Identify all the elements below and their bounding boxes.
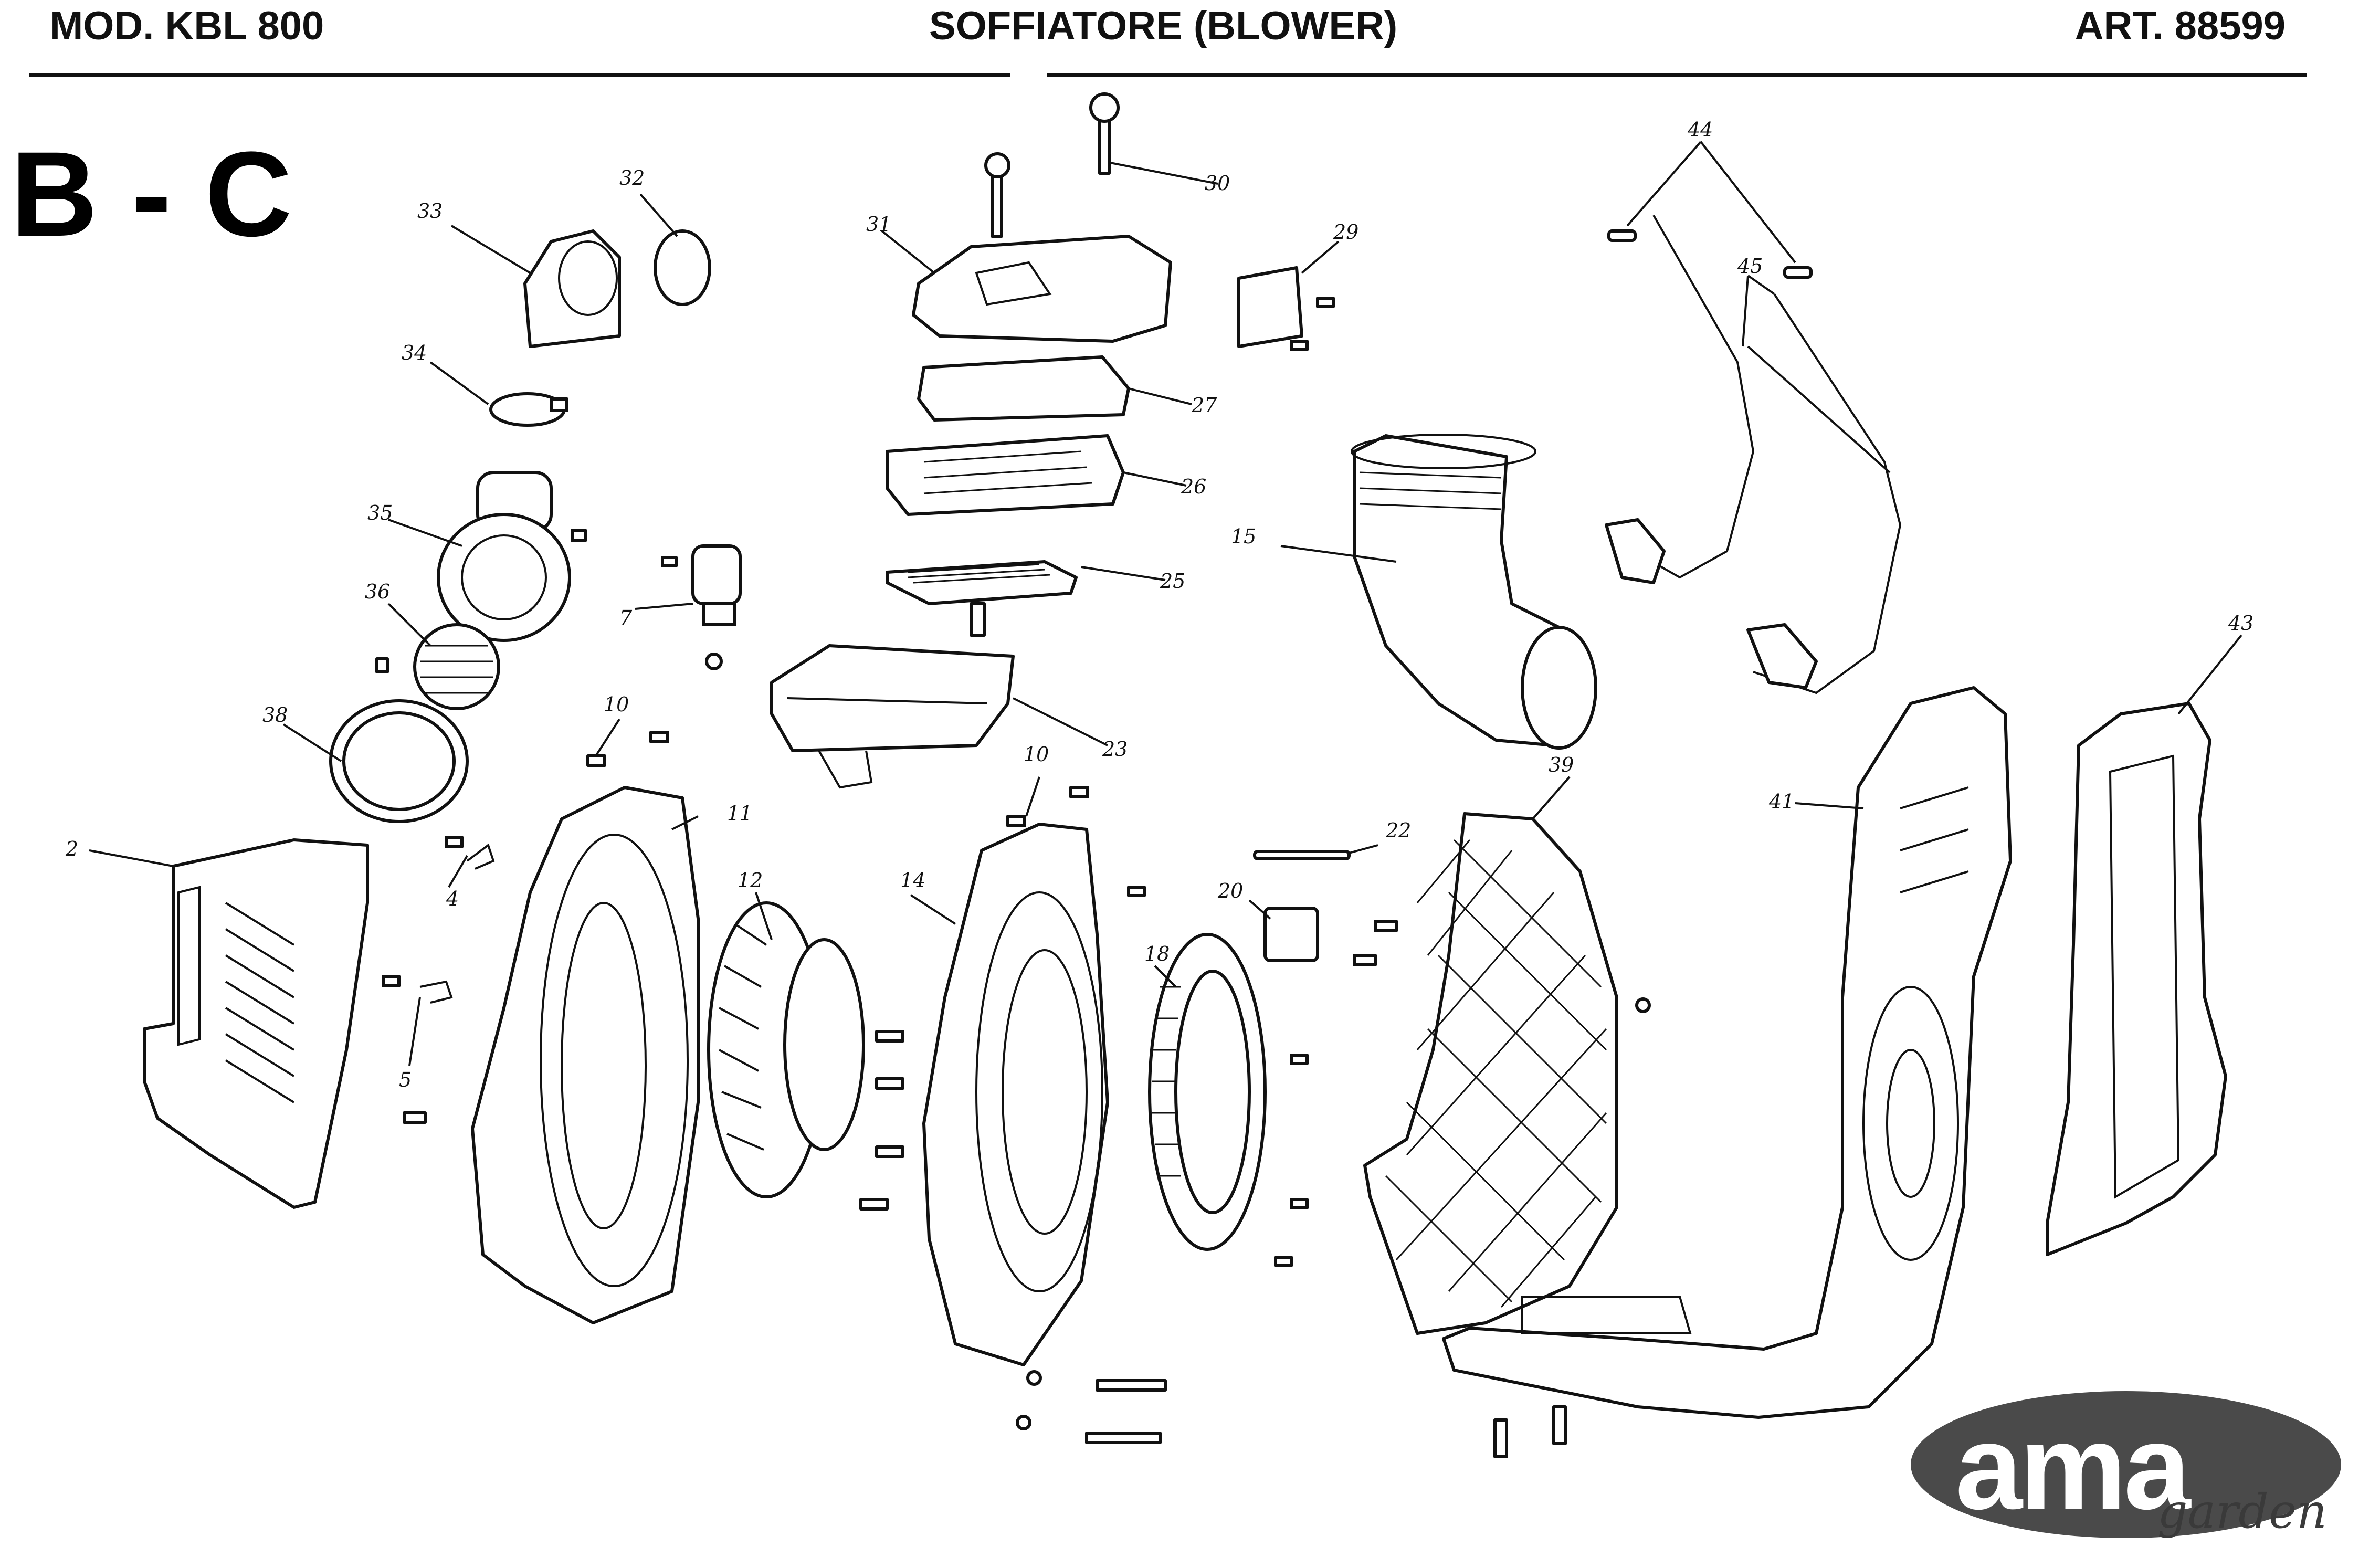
callout-23: 23 xyxy=(1102,738,1128,761)
callout-10-right: 10 xyxy=(1024,743,1049,766)
article-number: ART. 88599 xyxy=(2074,4,2286,48)
intake-flange-part xyxy=(329,471,587,823)
callout-33: 33 xyxy=(417,199,443,223)
callout-27: 27 xyxy=(1191,394,1217,417)
callout-18: 18 xyxy=(1144,942,1170,965)
air-box-part xyxy=(770,644,1015,789)
logo-subtitle: garden xyxy=(2157,1484,2328,1539)
callout-15: 15 xyxy=(1231,525,1256,548)
rear-housing-part xyxy=(922,823,1109,1366)
callout-29: 29 xyxy=(1333,220,1358,244)
mesh-backpad-part xyxy=(1363,812,1618,1335)
ribbed-ring-part xyxy=(1148,933,1267,1251)
switch-block-part xyxy=(1263,907,1398,966)
ama-garden-logo: ama garden xyxy=(1905,1386,2346,1554)
outlet-elbow-part xyxy=(1351,434,1597,750)
callout-numbers: 2 4 5 7 10 10 11 12 14 15 18 20 22 23 25… xyxy=(65,118,2253,1091)
callout-22: 22 xyxy=(1385,819,1411,842)
callout-25: 25 xyxy=(1160,570,1185,593)
logo-ellipse xyxy=(1911,1391,2341,1538)
callout-38: 38 xyxy=(262,703,288,727)
shoulder-strap-part xyxy=(1605,215,1902,694)
elbow-clamp-part xyxy=(489,229,711,427)
sheet-title: SOFFIATORE (BLOWER) xyxy=(929,4,1398,48)
callout-34: 34 xyxy=(402,341,427,364)
callout-12: 12 xyxy=(738,869,763,892)
callout-14: 14 xyxy=(900,869,925,892)
rod-part xyxy=(1253,850,1351,860)
callout-45: 45 xyxy=(1737,255,1763,278)
bolt-set-part xyxy=(859,886,1309,1444)
model-number: MOD. KBL 800 xyxy=(50,4,324,48)
callout-41: 41 xyxy=(1768,790,1794,813)
callout-35: 35 xyxy=(367,501,393,524)
callout-11: 11 xyxy=(727,802,752,825)
callout-36: 36 xyxy=(365,580,390,603)
callout-44: 44 xyxy=(1687,118,1713,141)
logo-wordmark: ama xyxy=(1955,1399,2190,1534)
impeller-part xyxy=(707,901,865,1198)
filter-stack-part xyxy=(886,355,1130,637)
callout-5: 5 xyxy=(399,1068,412,1091)
backpack-frame-part xyxy=(1442,686,2012,1458)
engine-cover-part xyxy=(143,838,369,1209)
fitting-part xyxy=(661,544,742,670)
leader-lines xyxy=(89,141,2242,1066)
header-rule-right xyxy=(1047,73,2307,77)
fan-housing-part xyxy=(471,786,700,1324)
callout-30: 30 xyxy=(1205,172,1230,195)
callout-39: 39 xyxy=(1549,753,1574,776)
callout-43: 43 xyxy=(2228,612,2253,635)
bracket-part xyxy=(1237,266,1335,351)
callout-2: 2 xyxy=(65,837,78,860)
header-rule-left xyxy=(29,73,1010,77)
callout-10-left: 10 xyxy=(604,693,629,716)
section-label: B - C xyxy=(10,127,292,261)
pin-part xyxy=(586,731,1089,827)
callout-26: 26 xyxy=(1181,475,1206,498)
callout-20: 20 xyxy=(1217,879,1243,902)
clip-part xyxy=(382,836,495,1124)
callout-7: 7 xyxy=(619,606,633,629)
callout-32: 32 xyxy=(619,166,645,190)
callout-31: 31 xyxy=(866,213,891,236)
filter-cover-part xyxy=(912,92,1172,343)
back-pad-part xyxy=(2046,702,2227,1256)
callout-4: 4 xyxy=(446,887,459,910)
